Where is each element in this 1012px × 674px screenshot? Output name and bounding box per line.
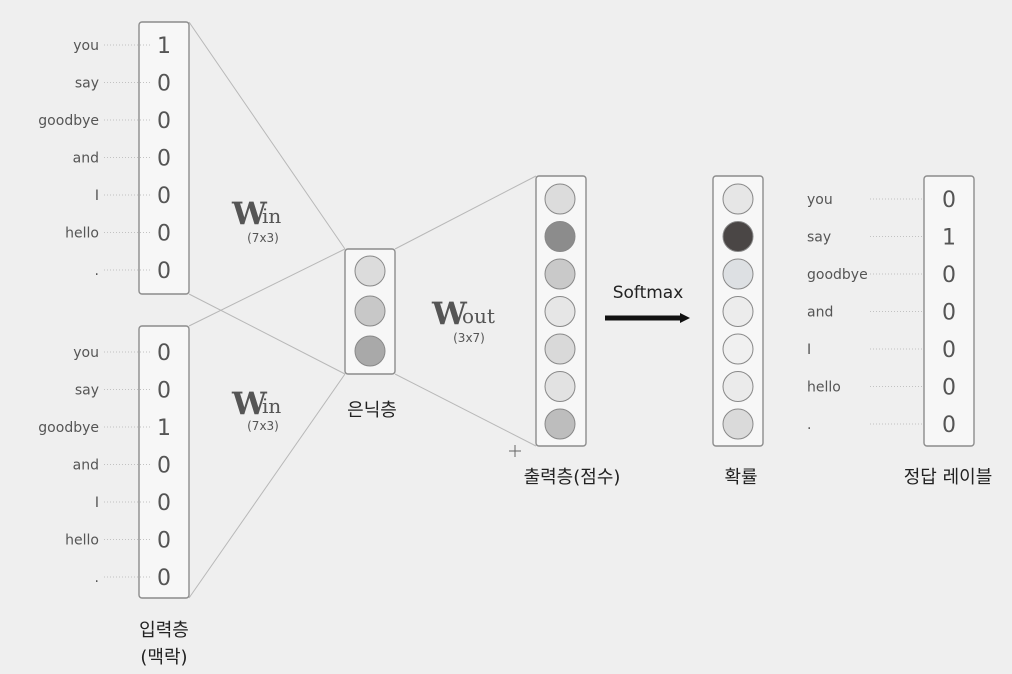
input-top-word-label: .: [95, 263, 99, 279]
hidden-layer: 은닉층: [344, 248, 397, 421]
probability-neuron: [722, 258, 754, 290]
input-bottom-value: 0: [157, 454, 171, 479]
output-neuron: [544, 296, 576, 327]
answer-value: 0: [942, 376, 956, 401]
input-bottom-value: 0: [157, 341, 171, 366]
probability-caption: 확률: [724, 467, 757, 488]
probability-word-label: you: [807, 192, 833, 208]
answer-value: 0: [942, 413, 956, 438]
wout-subscript: out: [462, 304, 495, 328]
conn-top-input-hidden-lower: [188, 293, 346, 375]
answer-value: 0: [942, 338, 956, 363]
input-top-value: 0: [157, 222, 171, 247]
input-box-bottom: [138, 325, 190, 599]
input-top-word-label: say: [75, 76, 99, 92]
probability-neuron: [722, 333, 754, 365]
hidden-neuron: [354, 295, 386, 327]
weight-label-win-top: W in (7x3): [231, 196, 281, 245]
input-top-value: 1: [157, 34, 171, 59]
output-caption: 출력층(점수): [524, 467, 621, 488]
input-top-word-label: you: [73, 38, 99, 54]
win-bottom-subscript: in: [262, 394, 281, 418]
conn-hidden-output-lower: [394, 373, 537, 447]
softmax-label: Softmax: [613, 283, 684, 303]
input-top-word-label: goodbye: [38, 113, 99, 129]
win-top-subscript: in: [262, 204, 281, 228]
wout-dim: (3x7): [453, 331, 485, 345]
softmax-arrow: Softmax: [605, 283, 690, 323]
weight-label-wout: W out (3x7): [431, 296, 495, 345]
probability-neuron: [722, 183, 754, 215]
hidden-neuron: [354, 255, 386, 287]
input-bottom-word-label: goodbye: [38, 420, 99, 436]
answer-value: 0: [942, 301, 956, 326]
input-top-word-label: and: [73, 151, 99, 167]
crosshair-cursor-icon: [509, 445, 521, 457]
probability-word-label: goodbye: [807, 267, 868, 283]
conn-hidden-output-upper: [394, 175, 537, 250]
win-top-dim: (7x3): [247, 231, 279, 245]
win-top-symbol: W: [231, 196, 268, 232]
probability-word-label: I: [807, 342, 811, 358]
answer-value: 0: [942, 188, 956, 213]
hidden-caption: 은닉층: [347, 400, 397, 421]
probability-neuron: [722, 408, 754, 440]
input-caption-line1: 입력층: [139, 620, 189, 641]
input-box-top: [138, 21, 190, 295]
probability-word-label: .: [807, 417, 811, 433]
output-layer: 출력층(점수): [524, 175, 621, 488]
answer-value: 1: [942, 226, 956, 251]
probability-word-label: say: [807, 230, 831, 246]
answer-label-vector: 0 1 0 0 0 0 0 정답 레이블: [904, 175, 993, 488]
conn-top-input-hidden-upper: [188, 21, 346, 250]
output-neuron: [544, 371, 576, 402]
conn-bottom-input-hidden-lower: [188, 373, 346, 599]
conn-bottom-input-hidden-upper: [188, 248, 346, 327]
input-bottom-value: 0: [157, 529, 171, 554]
probability-word-label: hello: [807, 380, 841, 396]
hidden-neuron: [354, 335, 386, 367]
output-neuron: [544, 221, 576, 252]
output-neuron: [544, 408, 576, 440]
answer-caption: 정답 레이블: [904, 467, 993, 488]
input-top-word-label: hello: [65, 226, 99, 242]
probability-word-label: and: [807, 305, 833, 321]
wout-symbol: W: [431, 296, 468, 332]
input-bottom-word-label: I: [95, 495, 99, 511]
input-bottom-word-label: say: [75, 383, 99, 399]
input-top-value: 0: [157, 184, 171, 209]
connections: [188, 21, 537, 599]
answer-box: [923, 175, 975, 447]
input-top-value: 0: [157, 72, 171, 97]
input-bottom-word-label: hello: [65, 533, 99, 549]
input-top-value: 0: [157, 147, 171, 172]
input-top-value: 0: [157, 109, 171, 134]
probability-neuron: [722, 371, 754, 402]
win-bottom-symbol: W: [231, 386, 268, 422]
input-bottom-value: 0: [157, 379, 171, 404]
output-neuron: [544, 333, 576, 365]
input-bottom-word-label: and: [73, 458, 99, 474]
probability-neuron: [722, 221, 754, 252]
input-top-word-label: I: [95, 188, 99, 204]
input-bottom-word-label: .: [95, 570, 99, 586]
input-bottom-value: 0: [157, 566, 171, 591]
output-neuron: [544, 183, 576, 215]
weight-label-win-bottom: W in (7x3): [231, 386, 281, 433]
input-bottom-word-label: you: [73, 345, 99, 361]
answer-value: 0: [942, 263, 956, 288]
probability-neuron: [722, 296, 754, 327]
input-top-value: 0: [157, 259, 171, 284]
input-caption: 입력층 (맥락): [139, 620, 189, 668]
input-bottom-value: 1: [157, 416, 171, 441]
input-caption-line2: (맥락): [140, 647, 187, 668]
output-neuron: [544, 258, 576, 290]
input-bottom-value: 0: [157, 491, 171, 516]
win-bottom-dim: (7x3): [247, 419, 279, 433]
